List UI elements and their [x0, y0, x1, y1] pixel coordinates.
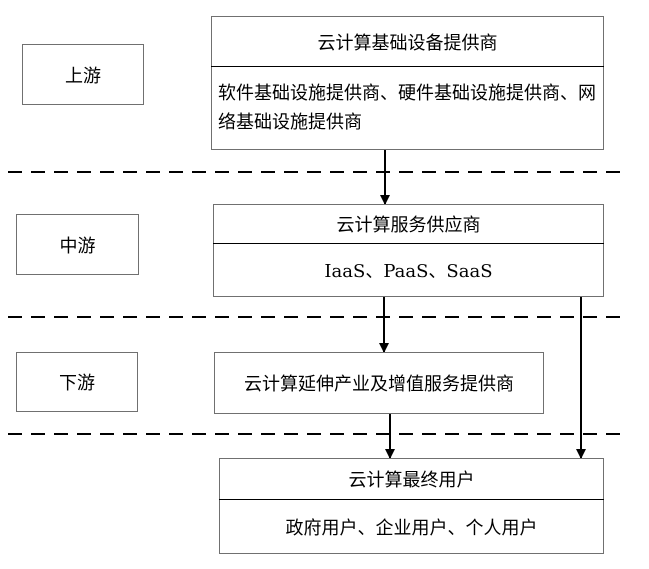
midstream-provider-title: 云计算服务供应商: [336, 215, 481, 236]
midstream-provider-box: [213, 204, 604, 297]
upstream-provider-body: 软件基础设施提供商、硬件基础设施提供商、网络基础设施提供商: [218, 83, 596, 133]
stage-midstream-label: 中游: [59, 235, 96, 257]
upstream-provider-title: 云计算基础设备提供商: [317, 32, 498, 54]
midstream-divider: [213, 243, 604, 244]
end-user-body: 政府用户、企业用户、个人用户: [285, 517, 538, 539]
midstream-provider-body: IaaS、PaaS、SaaS: [324, 261, 493, 282]
downstream-provider-title: 云计算延伸产业及增值服务提供商: [244, 374, 514, 395]
end-user-title: 云计算最终用户: [348, 470, 475, 491]
upstream-divider: [211, 66, 604, 67]
stage-upstream-box: [22, 44, 144, 105]
stage-downstream-box: [16, 352, 138, 412]
downstream-provider-box: [214, 352, 544, 414]
end-user-box: [219, 458, 604, 554]
stage-downstream-label: 下游: [59, 373, 95, 394]
upstream-provider-box: [211, 16, 604, 150]
end-user-divider: [219, 499, 604, 500]
stage-midstream-box: [16, 214, 139, 275]
stage-upstream-label: 上游: [65, 65, 101, 87]
